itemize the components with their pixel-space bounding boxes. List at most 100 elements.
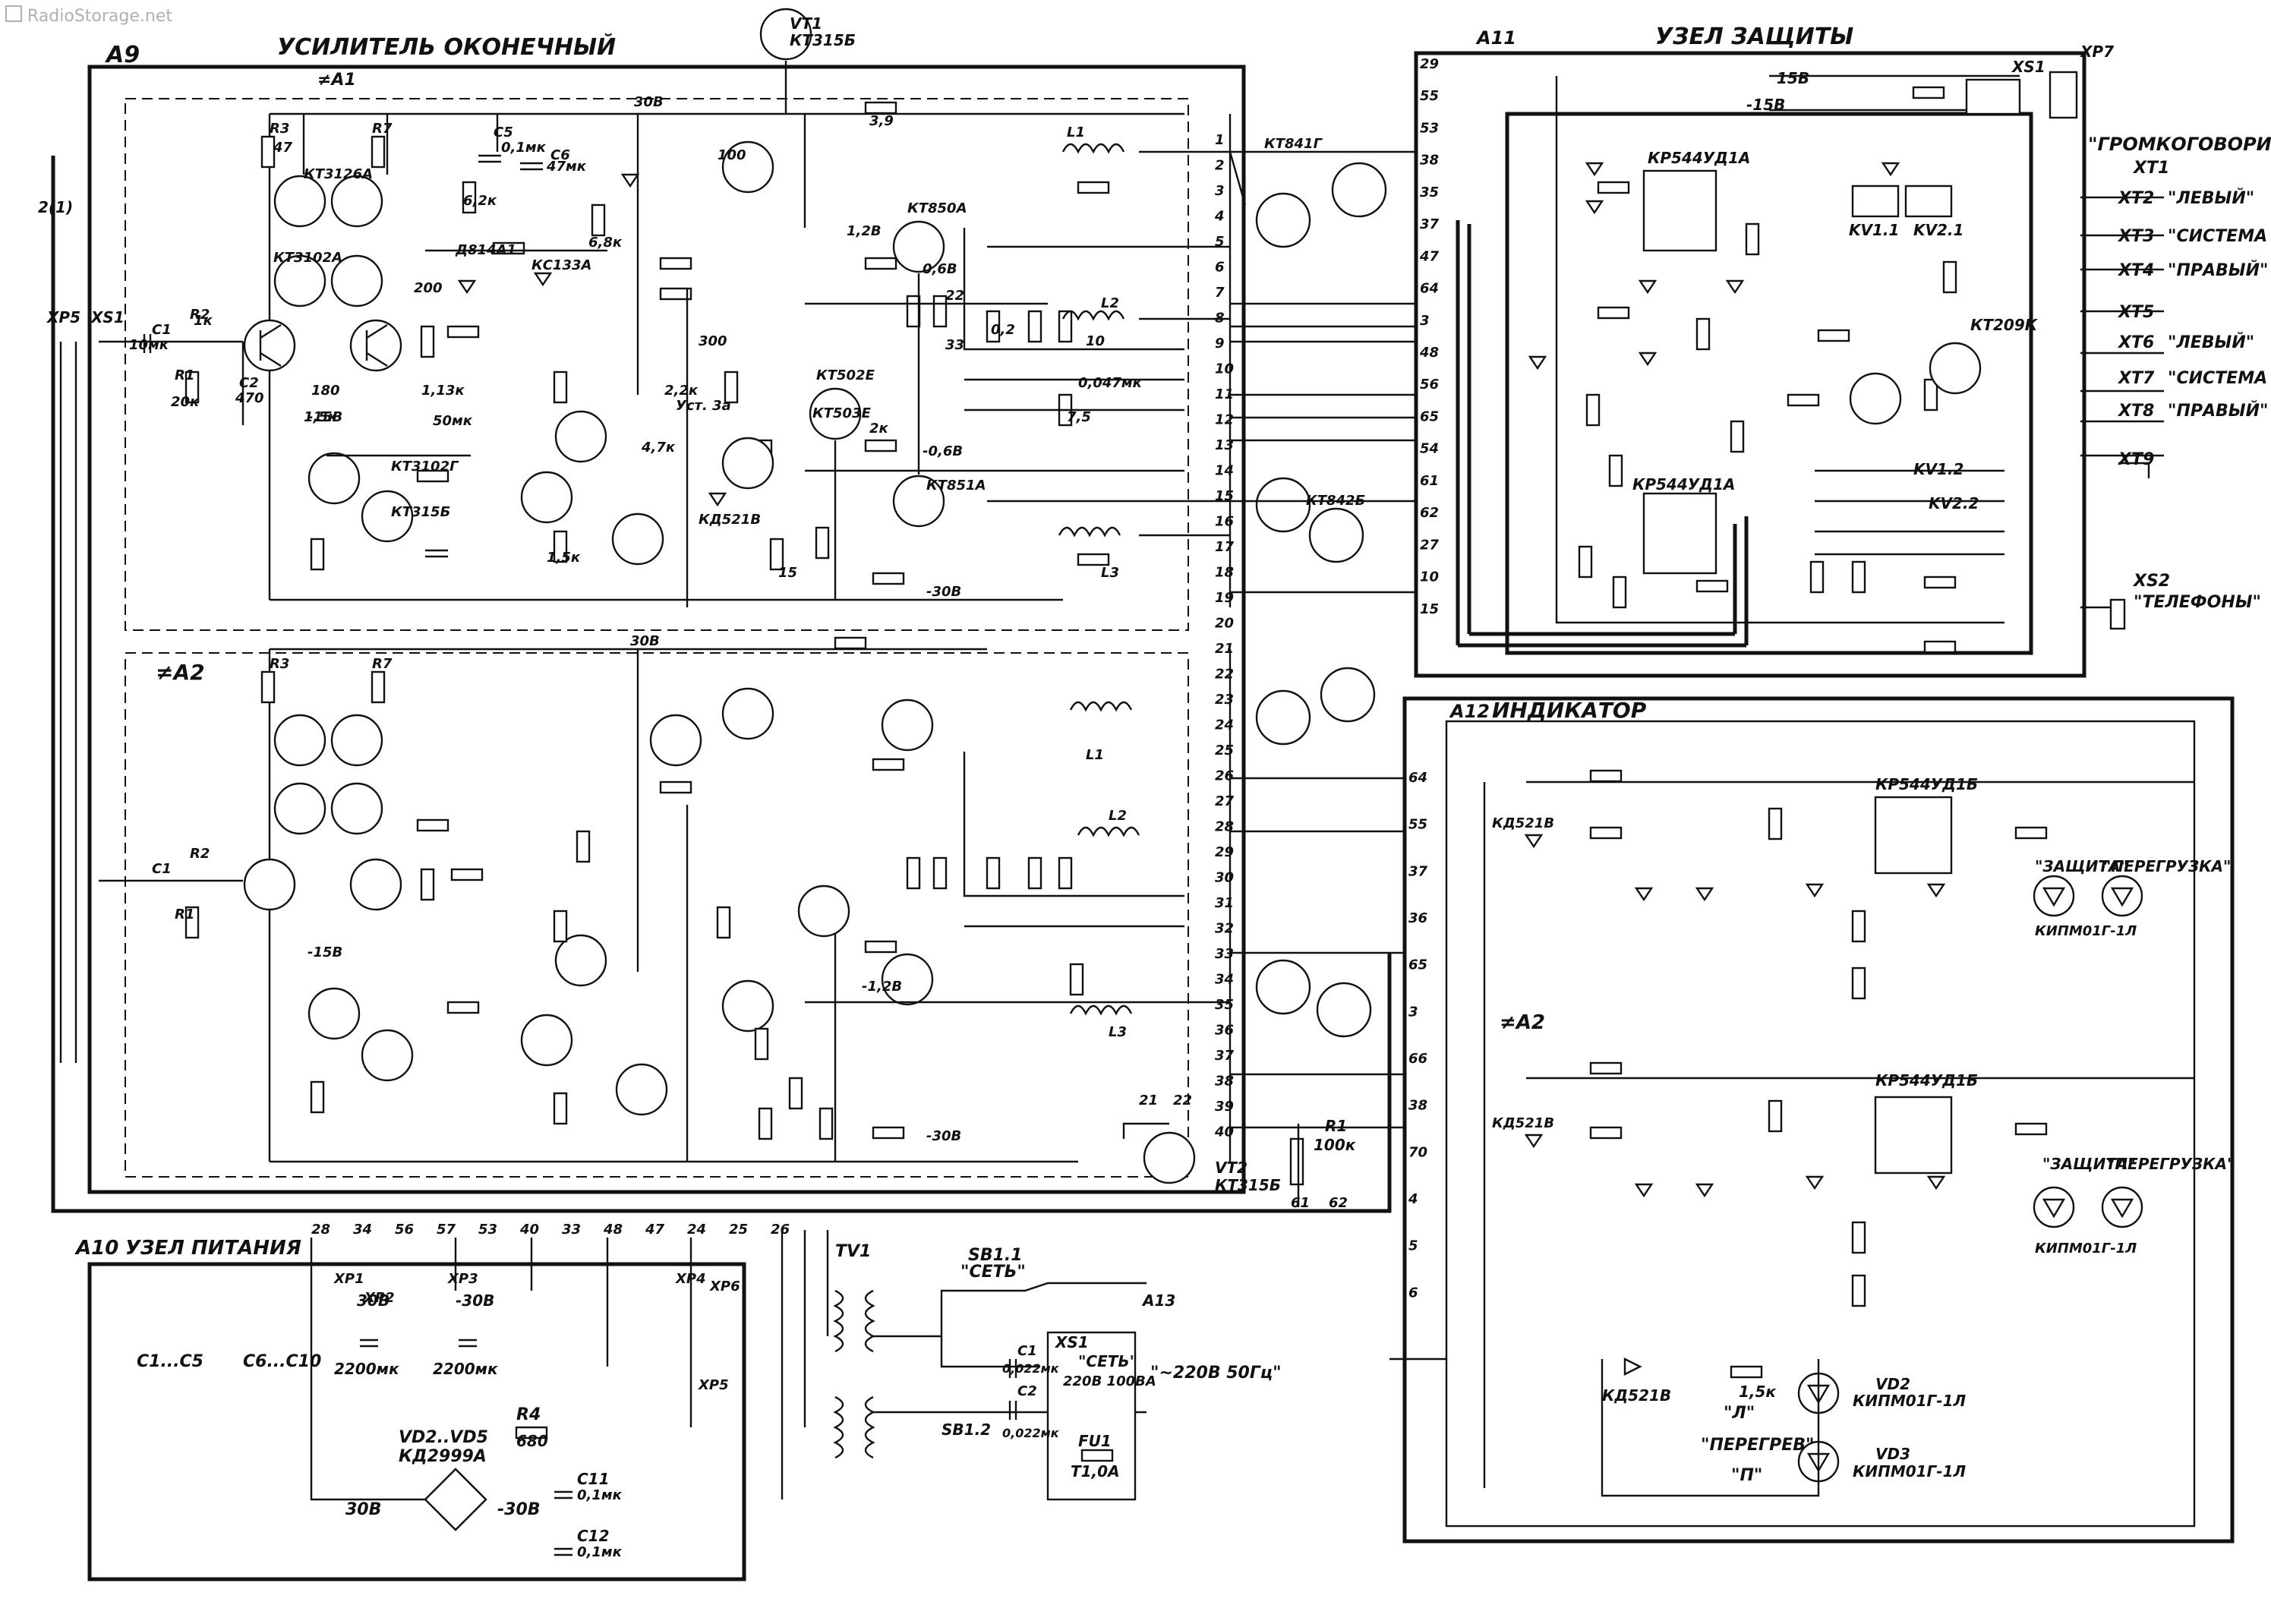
a9-amplifier-block: А9 УСИЛИТЕЛЬ ОКОНЕЧНЫЙ ≠А1 ≠А2 [51, 33, 1392, 1213]
a9-pin-19: 20 [1215, 616, 1234, 632]
amp-value-33: 33 [945, 337, 964, 353]
power-conn-xp5: XP5 [698, 1377, 729, 1393]
a9-title: УСИЛИТЕЛЬ ОКОНЕЧНЫЙ [277, 33, 616, 61]
vd2-ref: VD2 [1875, 1375, 1910, 1393]
power-conn-xp3: XP3 [447, 1271, 478, 1287]
a11-pin-17: 15 [1420, 601, 1439, 617]
led-protect-ch1 [2033, 875, 2075, 917]
xt9-ref: ХТ9 [2117, 450, 2154, 469]
amp-label-r3: R3 [270, 121, 289, 137]
led-overload-ch1 [2101, 875, 2143, 917]
a9-pin-28: 29 [1215, 844, 1234, 860]
a11-pin-13: 61 [1420, 473, 1439, 489]
a9-pin-17: 18 [1215, 565, 1234, 581]
amp-value-6-2k: 6,2к [463, 193, 497, 209]
amp-label-l1: L1 [1067, 125, 1085, 140]
a9-pin-23: 24 [1215, 717, 1234, 733]
a10-ref: А10 [74, 1237, 118, 1260]
power-conn-xp4: XP4 [675, 1271, 706, 1287]
a10-pin-2: 56 [395, 1222, 414, 1238]
led-overload-ch2 [2101, 1186, 2143, 1228]
power-c1-value: 0,022мк [1002, 1361, 1060, 1376]
relay-kv21: KV2.1 [1913, 221, 1963, 239]
a10-pin-4: 53 [478, 1222, 497, 1238]
protection-neg-supply: -15В [1746, 96, 1785, 114]
power-cap-value-1: 2200мк [334, 1360, 399, 1378]
a12-pin-10: 5 [1408, 1238, 1418, 1254]
a12-pin-3: 36 [1408, 910, 1427, 926]
a9-pin-13: 14 [1215, 463, 1234, 479]
a10-pin-0: 28 [311, 1222, 330, 1238]
power-bridge-rail-neg: -30В [497, 1500, 541, 1519]
a9-pin-29: 30 [1215, 870, 1234, 886]
power-xs1-value: 220В 100ВА [1063, 1373, 1156, 1389]
a9-pin-10: 11 [1215, 386, 1234, 402]
amp2-label-r7: R7 [372, 656, 393, 672]
amp-channel-1 [99, 8, 1387, 607]
amp-vt2-type: КТ315Б [1215, 1176, 1281, 1194]
a9-pin-31: 32 [1215, 921, 1234, 937]
a10-pin-10: 25 [729, 1222, 748, 1238]
label-l: "Л" [1724, 1404, 1755, 1423]
overheat-label: "ПЕРЕГРЕВ" [1701, 1436, 1814, 1455]
rail-neg-ch1: -30В [926, 584, 961, 600]
amp-value-7-5: 7,5 [1067, 409, 1091, 425]
a11-pin-5: 37 [1420, 216, 1440, 232]
output-ref-5: ХТ5 [2117, 303, 2154, 322]
led-type-vd3: КИПМ01Г-1Л [1853, 1462, 1967, 1481]
a9-pin-7: 8 [1215, 311, 1225, 326]
a10-power-block: А10 УЗЕЛ ПИТАНИЯ [74, 1237, 746, 1581]
a11-ref: А11 [1475, 27, 1516, 49]
a9-pin-18: 19 [1215, 590, 1234, 606]
relay-kv22: KV2.2 [1929, 494, 1979, 512]
a11-pin-12: 54 [1420, 441, 1439, 457]
output-label-4: "ПРАВЫЙ" [2168, 260, 2268, 280]
phones-label: "ТЕЛЕФОНЫ" [2134, 593, 2261, 612]
output-ref-4: ХТ4 [2117, 261, 2154, 280]
output-ref-8: ХТ8 [2117, 402, 2154, 421]
a11-pin-7: 64 [1420, 281, 1439, 297]
rail-neg15-ch1: -15В [308, 409, 342, 425]
amp-label-c2: C2 [239, 375, 259, 391]
a9-ref: А9 [105, 42, 140, 68]
a11-pin-11: 65 [1420, 408, 1439, 424]
power-c11: C11 [577, 1470, 610, 1488]
power-c1: C1 [1017, 1343, 1037, 1359]
power-r4-value: 680 [516, 1432, 548, 1450]
led-type-ch1a: КИПМ01Г-1Л [2035, 923, 2137, 939]
output-ref-2: ХТ2 [2117, 189, 2154, 208]
a9-pin-26: 27 [1215, 793, 1235, 809]
indicator-ic-ch1: КР544УД1Б [1875, 775, 1978, 793]
power-rail-pos: 30В [357, 1291, 390, 1310]
overload-label-ch2: "ПЕРЕГРУЗКА" [2107, 1155, 2235, 1173]
amp-value-2-2k: 2,2к [664, 383, 699, 399]
bottom-pin-2: 21 [1139, 1093, 1158, 1108]
a9-pin-16: 17 [1215, 539, 1235, 555]
amp-transistor-type-6: КТ850А [907, 200, 967, 216]
amp-value-15: 15 [778, 565, 797, 581]
power-xs1-label: "СЕТЬ" [1078, 1352, 1137, 1370]
a9-pin-2: 3 [1215, 183, 1225, 199]
amp-transistor-type-5: КТ503Е [812, 405, 872, 421]
a9-pin-33: 34 [1215, 972, 1234, 988]
output-ref-7: ХТ7 [2117, 369, 2155, 388]
amp2-label-r2: R2 [190, 846, 210, 862]
a11-protection-block: А11 УЗЕЛ ЗАЩИТЫ [1414, 24, 2086, 678]
amp-label-c1: C1 [152, 322, 172, 338]
a10-pin-1: 34 [353, 1222, 372, 1238]
amp-transistor-type-9: КТ842Б [1306, 493, 1365, 509]
a10-pin-3: 57 [437, 1222, 456, 1238]
a9-pin-36: 37 [1215, 1048, 1235, 1064]
a9-pin-0: 1 [1215, 132, 1225, 148]
power-bridge-type: КД2999А [399, 1447, 487, 1466]
amp2-label-c1: C1 [152, 861, 172, 877]
power-r4: R4 [516, 1405, 541, 1424]
amp-transistor-type-7: КТ851А [926, 478, 986, 494]
a10-pin-6: 33 [562, 1222, 581, 1238]
a9-pin-3: 4 [1214, 209, 1225, 225]
protection-circuit [1456, 71, 2078, 654]
amp-value-0-6v: 0,6В [923, 261, 957, 277]
power-bridge-rail-pos: 30В [345, 1500, 381, 1519]
